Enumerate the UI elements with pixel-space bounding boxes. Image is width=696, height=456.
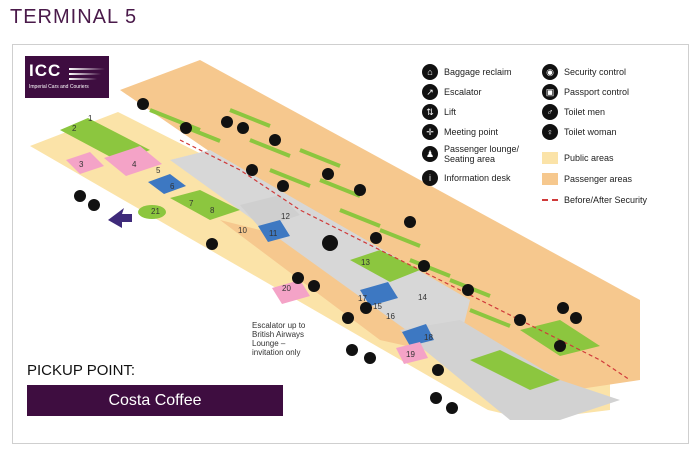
seat-icon: ♟ xyxy=(422,146,438,162)
zone-number: 6 xyxy=(170,182,175,191)
zone-number: 10 xyxy=(238,226,247,235)
pink-zone-19 xyxy=(396,342,428,364)
pink-zone-4 xyxy=(104,146,162,176)
legend-information-desk: i Information desk xyxy=(422,170,511,186)
zone-number: 14 xyxy=(418,293,427,302)
blue-zone-11b xyxy=(360,282,398,306)
green-zone-right xyxy=(470,350,560,390)
zone-number: 21 xyxy=(151,207,160,216)
zone-number: 8 xyxy=(210,206,215,215)
icc-logo: ICC Imperial Cars and Couriers xyxy=(25,56,109,98)
legend-passport-control: ▣ Passport control xyxy=(542,84,629,100)
blue-zone-11a xyxy=(258,220,290,242)
legend-toilet-men: ♂ Toilet men xyxy=(542,104,605,120)
logo-streak xyxy=(69,68,105,70)
page-title: TERMINAL 5 xyxy=(10,6,138,28)
green-zone-13 xyxy=(350,250,420,282)
security-icon: ◉ xyxy=(542,64,558,80)
zone-number: 1 xyxy=(88,114,93,123)
exit-arrow xyxy=(108,208,132,228)
green-zone-upper-right xyxy=(520,320,600,356)
zone-number: 19 xyxy=(406,350,415,359)
zone-number: 2 xyxy=(72,124,77,133)
legend-before-after-security: Before/After Security xyxy=(542,195,647,205)
meeting-point-icon: ✛ xyxy=(422,124,438,140)
central-spine xyxy=(170,150,470,340)
zone-number: 17 xyxy=(358,294,367,303)
security-line-swatch xyxy=(542,199,558,201)
pink-zone-3 xyxy=(66,152,104,174)
logo-streak xyxy=(69,73,101,75)
legend-security-control: ◉ Security control xyxy=(542,64,626,80)
toilet-men-icon: ♂ xyxy=(542,104,558,120)
blue-zone-18 xyxy=(402,324,434,346)
info-icon: i xyxy=(422,170,438,186)
legend-passenger-lounge: ♟ Passenger lounge/ Seating area xyxy=(422,144,530,164)
pickup-label: PICKUP POINT: xyxy=(27,362,136,379)
lift-icon: ⇅ xyxy=(422,104,438,120)
zone-number: 5 xyxy=(156,166,161,175)
zone-number: 3 xyxy=(79,160,84,169)
zone-number: 4 xyxy=(132,160,137,169)
legend-lift: ⇅ Lift xyxy=(422,104,456,120)
legend-escalator: ↗ Escalator xyxy=(422,84,482,100)
passenger-area-swatch xyxy=(542,173,558,185)
passport-icon: ▣ xyxy=(542,84,558,100)
zone-number: 16 xyxy=(386,312,395,321)
green-zone-7 xyxy=(170,190,240,220)
public-area-swatch xyxy=(542,152,558,164)
escalator-icon: ↗ xyxy=(422,84,438,100)
legend-baggage-reclaim: ⌂ Baggage reclaim xyxy=(422,64,512,80)
baggage-icon: ⌂ xyxy=(422,64,438,80)
zone-number: 11 xyxy=(269,229,278,238)
green-zone-21 xyxy=(138,205,166,219)
pickup-location: Costa Coffee xyxy=(27,385,283,416)
legend-meeting-point: ✛ Meeting point xyxy=(422,124,498,140)
zone-number: 15 xyxy=(373,302,382,311)
blue-zone-6 xyxy=(148,174,186,194)
zone-number: 12 xyxy=(281,212,290,221)
pink-zone-20 xyxy=(272,280,310,304)
zone-number: 7 xyxy=(189,199,194,208)
legend-passenger-areas: Passenger areas xyxy=(542,173,632,185)
zone-number: 13 xyxy=(361,258,370,267)
toilet-woman-icon: ♀ xyxy=(542,124,558,140)
legend-toilet-woman: ♀ Toilet woman xyxy=(542,124,617,140)
zone-number: 18 xyxy=(424,333,433,342)
zone-number: 20 xyxy=(282,284,291,293)
escalator-note: Escalator up to British Airways Lounge –… xyxy=(252,321,306,357)
legend-public-areas: Public areas xyxy=(542,152,614,164)
logo-streak xyxy=(69,78,97,80)
map-icons xyxy=(74,98,582,414)
grey-block-left xyxy=(240,195,300,228)
